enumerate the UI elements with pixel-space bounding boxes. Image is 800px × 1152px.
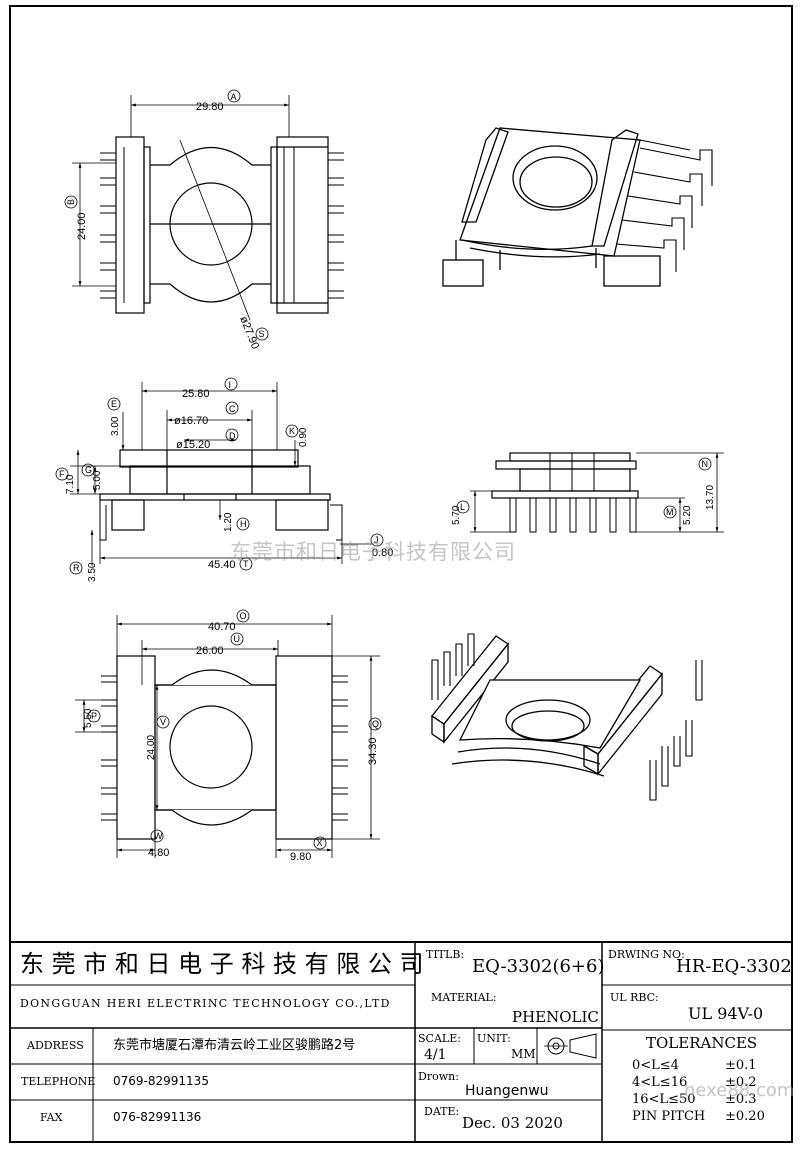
tag-c: C [229, 404, 236, 414]
material-value: PHENOLIC [512, 1008, 599, 1026]
projection-symbol-cone [569, 1033, 597, 1059]
dim-3-50: 3.50 [87, 562, 98, 582]
tag-m: M [666, 507, 674, 517]
scale-label: SCALE: [418, 1032, 461, 1045]
tolerance-range: 4<L≤16 [632, 1075, 688, 1090]
date-value: Dec. 03 2020 [462, 1114, 563, 1132]
tag-q: Q [372, 719, 379, 729]
material-label: MATERIAL: [431, 991, 497, 1004]
dim-7-10: 7.10 [65, 474, 76, 494]
tag-t: T [243, 559, 249, 569]
drwing-no-label: DRWING NO: [608, 948, 685, 961]
tolerance-value: ±0.1 [725, 1058, 757, 1073]
ul-label: UL RBC: [610, 991, 659, 1004]
dim-16-70: ø16.70 [174, 415, 208, 427]
tag-o: O [240, 611, 247, 621]
tag-v: V [160, 717, 166, 727]
dim-26-00: 26.00 [196, 645, 224, 657]
tag-e: E [111, 399, 117, 409]
dim-4-80: 4.80 [148, 847, 169, 859]
fax-value: 076-82991136 [113, 1110, 202, 1124]
dim-3-00: 3.00 [110, 416, 121, 436]
tag-d: D [229, 431, 236, 441]
title-block [10, 941, 792, 1142]
tolerance-range: 16<L≤50 [632, 1092, 696, 1107]
tag-w: W [154, 831, 163, 841]
tag-h: H [240, 519, 247, 529]
tag-r: R [73, 563, 80, 573]
dim-9-80: 9.80 [290, 851, 311, 863]
dim-25-80: 25.80 [182, 388, 210, 400]
fax-label: FAX [40, 1111, 63, 1124]
front-view [55, 377, 384, 575]
dim-13-70: 13.70 [705, 485, 716, 510]
tag-k: K [289, 426, 295, 436]
ul-value: UL 94V-0 [688, 1004, 764, 1023]
sheet-border [9, 5, 793, 1143]
titlb-label: TITLB: [426, 948, 465, 961]
company-name-cn: 东 莞 市 和 日 电 子 科 技 有 限 公 司 [20, 950, 424, 978]
isometric-view-top [442, 127, 713, 287]
dim-0-80: 0.80 [372, 547, 393, 559]
dim-40-70: 40.70 [208, 621, 236, 633]
watermark-text: 东莞市和日电子科技有限公司 [230, 540, 516, 564]
tag-b: B [66, 199, 76, 205]
dim-34-30: 34.30 [367, 737, 379, 765]
top-view [64, 89, 344, 341]
titlb-value: EQ-3302(6+6) [472, 956, 605, 977]
dim-29-80: 29.80 [196, 101, 224, 113]
tag-a: A [231, 92, 237, 102]
dim-0-90: 0.90 [298, 427, 309, 447]
watermark-site: hexe88.com [684, 1080, 795, 1101]
side-view [456, 452, 724, 533]
date-label: DATE: [424, 1105, 460, 1118]
dim-5-70: 5.70 [451, 505, 462, 525]
telephone-label: TELEPHONE [21, 1075, 96, 1088]
dim-15-20: ø15.20 [176, 439, 210, 451]
tolerance-value: ±0.3 [725, 1092, 757, 1107]
drawn-value: Huangenwu [465, 1083, 549, 1099]
tolerances-title: TOLERANCES [646, 1034, 758, 1052]
bottom-view [75, 609, 382, 858]
tag-j: J [374, 535, 379, 545]
dim-45-40: 45.40 [208, 559, 236, 571]
tag-p: P [91, 711, 97, 721]
tag-u: U [234, 634, 241, 644]
dim-5-50: 5.50 [83, 708, 94, 728]
company-name-en: DONGGUAN HERI ELECTRINC TECHNOLOGY CO.,L… [20, 997, 391, 1010]
address-label: ADDRESS [27, 1039, 84, 1052]
scale-value: 4/1 [424, 1047, 447, 1063]
tag-n: N [702, 459, 709, 469]
dim-24-00b: 24.00 [146, 735, 157, 760]
dim-1-20: 1.20 [223, 512, 234, 532]
tolerance-value: ±0.2 [725, 1075, 757, 1090]
drawn-label: Drown: [418, 1070, 459, 1083]
tolerance-range: 0<L≤4 [632, 1058, 679, 1073]
address-value: 东莞市塘厦石潭布清云岭工业区骏鹏路2号 [113, 1038, 356, 1053]
tag-g: G [85, 465, 92, 475]
tag-i: I [229, 380, 232, 390]
tag-l: L [460, 502, 465, 512]
unit-label: UNIT: [477, 1032, 511, 1045]
unit-value: MM [511, 1047, 536, 1061]
dim-24-00: 24.00 [76, 212, 88, 240]
dim-5-00: 5.00 [92, 470, 103, 490]
isometric-view-bottom [431, 633, 703, 801]
tag-x: X [317, 838, 323, 848]
telephone-value: 0769-82991135 [113, 1074, 209, 1088]
tag-s: S [259, 329, 265, 339]
tag-f: F [59, 469, 65, 479]
tolerance-value: ±0.20 [725, 1109, 765, 1124]
tolerance-range: PIN PITCH [632, 1109, 706, 1124]
drwing-no-value: HR-EQ-3302 [676, 956, 792, 977]
dim-5-20: 5.20 [682, 505, 693, 525]
